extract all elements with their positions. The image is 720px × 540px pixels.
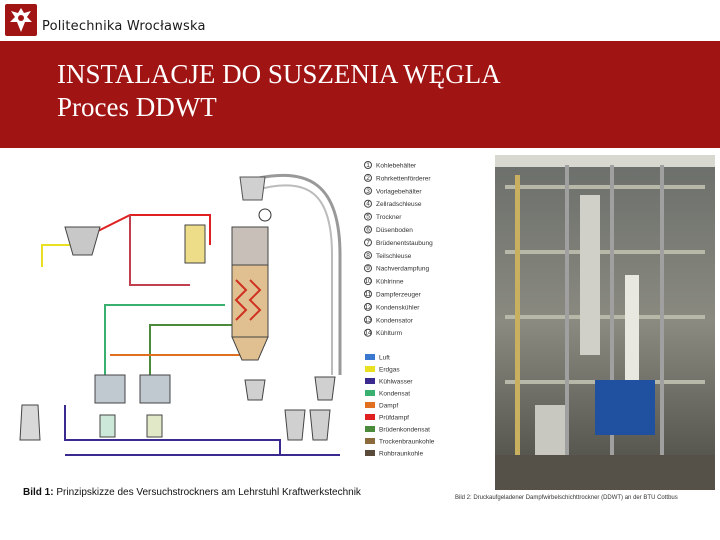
legend-label: Kühlturm bbox=[376, 330, 402, 337]
numbered-legend: 1 Kohlebehälter 2 Rohrkettenförderer 3 Vorlag… bbox=[364, 161, 433, 337]
color-legend-label: Rohbraunkohle bbox=[379, 451, 423, 458]
legend-number: 11 bbox=[365, 291, 372, 298]
color-legend-label: Dampf bbox=[379, 403, 398, 410]
color-legend-swatch bbox=[365, 390, 375, 396]
legend-number: 9 bbox=[366, 265, 370, 272]
legend-number: 8 bbox=[366, 252, 370, 259]
plant-photograph bbox=[445, 155, 715, 507]
legend-number-marker bbox=[364, 328, 372, 337]
color-legend-label: Kühlwasser bbox=[379, 379, 413, 386]
color-legend-swatch bbox=[365, 402, 375, 408]
legend-label: Vorlagebehälter bbox=[376, 188, 422, 195]
legend-label: Teilschleuse bbox=[376, 253, 412, 260]
legend-number: 14 bbox=[364, 330, 372, 337]
color-legend-swatch bbox=[365, 378, 375, 384]
legend-number-marker bbox=[364, 186, 372, 195]
legend-number-marker bbox=[364, 161, 372, 169]
title-band bbox=[0, 41, 720, 148]
color-legend-label: Prüfdampf bbox=[379, 415, 409, 422]
color-legend-label: Kondensat bbox=[379, 391, 410, 398]
university-eagle-crest-icon bbox=[5, 4, 37, 36]
legend-number-marker bbox=[364, 225, 372, 234]
color-legend-swatch bbox=[365, 426, 375, 432]
color-legend-label: Luft bbox=[379, 355, 390, 362]
legend-label: Rohrkettenförderer bbox=[376, 175, 431, 182]
legend-label: Kondensator bbox=[376, 317, 414, 324]
legend-number-marker bbox=[364, 264, 372, 273]
legend-number: 7 bbox=[366, 239, 370, 246]
legend-number-marker bbox=[364, 238, 372, 247]
figure1-caption-text: Prinzipskizze des Versuchstrockners am L… bbox=[56, 487, 361, 498]
color-legend-label: Brüdenkondensat bbox=[379, 427, 430, 434]
color-legend-swatch bbox=[365, 414, 375, 420]
legend-number: 12 bbox=[364, 304, 372, 311]
university-name: Politechnika Wrocławska bbox=[42, 19, 206, 34]
color-legend-swatch bbox=[365, 438, 375, 444]
legend-number-marker bbox=[364, 251, 372, 260]
legend-number: 13 bbox=[364, 317, 372, 324]
color-legend-label: Erdgas bbox=[379, 367, 400, 374]
legend-label: Dampferzeuger bbox=[376, 292, 422, 299]
slide-title-line1: INSTALACJE DO SUSZENIA WĘGLA bbox=[57, 59, 501, 89]
color-legend-swatch bbox=[365, 366, 375, 372]
legend-label: Düsenboden bbox=[376, 227, 413, 234]
legend-number: 5 bbox=[366, 214, 370, 221]
legend-number-marker bbox=[364, 277, 372, 286]
legend-number-marker bbox=[364, 212, 372, 221]
plant-photograph-image bbox=[495, 155, 715, 490]
legend-number-marker bbox=[364, 302, 372, 311]
legend-number: 10 bbox=[364, 278, 372, 285]
legend-label: Kohlebehälter bbox=[376, 163, 417, 170]
color-legend: LuftErdgasKühlwasserKondensatDampfPrüfda… bbox=[365, 354, 435, 458]
legend-label: Zellradschleuse bbox=[376, 201, 422, 208]
legend-number-marker bbox=[364, 290, 372, 298]
color-legend-label: Trockenbraunkohle bbox=[379, 439, 435, 446]
legend-number: 6 bbox=[366, 227, 370, 234]
legend-label: Trockner bbox=[376, 214, 402, 221]
legend-number: 4 bbox=[366, 201, 370, 208]
process-schematic-drawing: 1 Kohlebehälter 2 Rohrkettenförderer 3 Vorlag… bbox=[10, 155, 443, 507]
legend-number: 1 bbox=[366, 162, 370, 169]
slide-title: INSTALACJE DO SUSZENIA WĘGLA Proces DDWT bbox=[57, 58, 501, 124]
legend-number: 3 bbox=[366, 188, 370, 195]
color-legend-swatch bbox=[365, 354, 375, 360]
figure1-caption-label: Bild 1: bbox=[23, 487, 54, 498]
legend-label: Kühlrinne bbox=[376, 279, 404, 286]
figure1-caption: Bild 1: Prinzipskizze des Versuchstrockn… bbox=[23, 487, 361, 498]
color-legend-swatch bbox=[365, 450, 375, 456]
figure2-caption: Bild 2: Druckaufgeladener Dampfwirbelsch… bbox=[455, 495, 678, 501]
legend-number: 2 bbox=[366, 175, 370, 182]
legend-number-marker bbox=[364, 199, 372, 208]
legend-number-marker bbox=[364, 315, 372, 324]
legend-label: Nachverdampfung bbox=[376, 266, 429, 273]
process-schematic: 1 Kohlebehälter 2 Rohrkettenförderer 3 Vorlag… bbox=[10, 155, 443, 507]
slide-header: Politechnika Wrocławska bbox=[0, 0, 720, 40]
legend-number-marker bbox=[364, 173, 372, 182]
slide-title-line2: Proces DDWT bbox=[57, 92, 217, 122]
legend-label: Brüdenentstaubung bbox=[376, 240, 433, 247]
legend-label: Kondenskühler bbox=[376, 304, 420, 311]
